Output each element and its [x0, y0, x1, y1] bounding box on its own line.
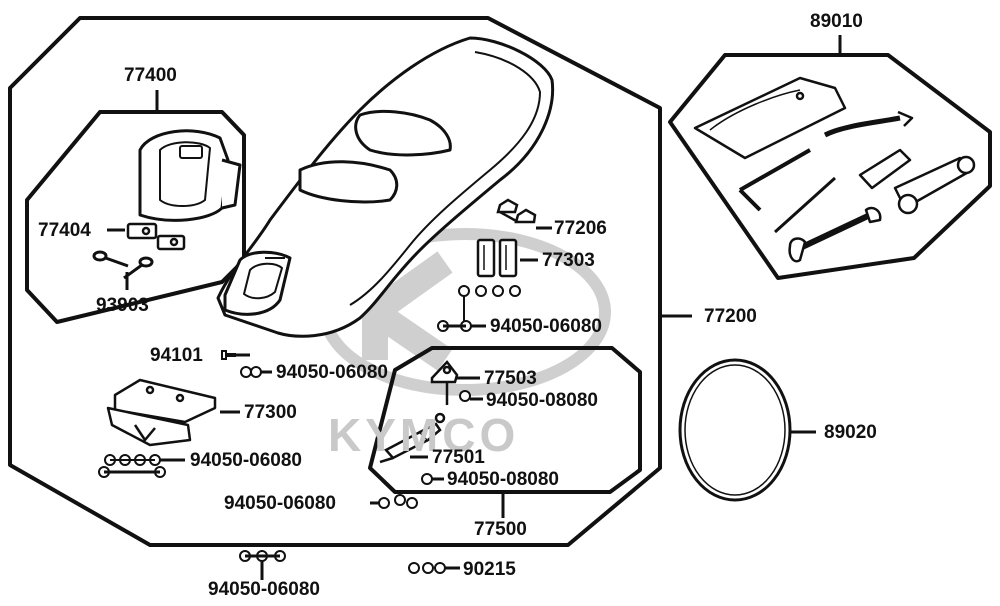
hinge-plate-77404	[126, 222, 186, 251]
lock-cable-77501	[379, 412, 446, 464]
part-label-77500: 77500	[474, 519, 527, 540]
part-label-90215: 90215	[463, 559, 516, 580]
group-outline-77200	[8, 16, 662, 547]
group-outline-77500	[368, 346, 642, 494]
group-outline-89010	[668, 53, 992, 280]
leader-lines	[107, 35, 842, 580]
part-label-77404: 77404	[38, 220, 91, 241]
group-outline-77400	[25, 110, 246, 324]
seat-illustration	[216, 36, 555, 338]
part-label-77303: 77303	[542, 250, 595, 271]
part-label-94050-08080-b: 94050-08080	[447, 469, 559, 490]
bracket-77206	[496, 198, 537, 224]
brand-watermark: KYMCO	[328, 409, 520, 461]
part-label-94050-06080-e: 94050-06080	[208, 579, 320, 600]
seat-hinge-77300	[106, 378, 217, 447]
part-label-94101: 94101	[150, 345, 203, 366]
band-89020	[678, 358, 792, 502]
part-label-94050-06080-a: 94050-06080	[490, 316, 602, 337]
seat-lid-77400	[138, 129, 242, 222]
part-label-77501: 77501	[432, 447, 485, 468]
part-label-77400: 77400	[124, 65, 177, 86]
screw-93903	[92, 250, 154, 280]
part-label-77503: 77503	[484, 368, 537, 389]
tool-kit-89010	[693, 76, 976, 263]
part-label-89010: 89010	[810, 11, 863, 32]
part-label-93903: 93903	[96, 295, 149, 316]
part-label-94050-06080-d: 94050-06080	[224, 493, 336, 514]
part-label-94050-06080-b: 94050-06080	[276, 362, 388, 383]
part-label-77300: 77300	[244, 402, 297, 423]
nut-set-icons	[98, 285, 521, 574]
part-label-94050-08080-a: 94050-08080	[486, 390, 598, 411]
part-label-77206: 77206	[554, 218, 607, 239]
latch-77503	[430, 360, 459, 405]
part-label-89020: 89020	[824, 422, 877, 443]
part-label-94050-06080-c: 94050-06080	[190, 450, 302, 471]
bumper-77303	[476, 238, 518, 278]
part-label-77200: 77200	[704, 306, 757, 327]
